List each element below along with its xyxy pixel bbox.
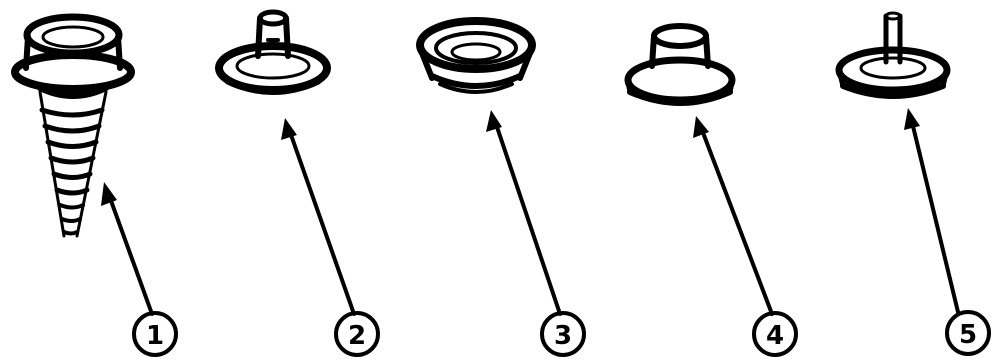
callout-label-3: 3 [554, 321, 572, 351]
arrowhead-1 [101, 182, 117, 206]
callout-3: 3 [540, 311, 586, 357]
leader-arrows [101, 108, 960, 316]
arrowhead-2 [281, 118, 297, 140]
callout-5: 5 [945, 310, 991, 356]
callout-label-4: 4 [766, 321, 784, 351]
part-3-socket-cap [416, 17, 536, 94]
part-5-post-base [835, 11, 951, 99]
callout-circle [752, 311, 798, 357]
callout-2: 2 [334, 311, 380, 357]
callout-label-1: 1 [146, 321, 164, 351]
arrowhead-4 [693, 116, 709, 138]
arrowhead-5 [904, 108, 920, 130]
part-4-eyelet-stud [624, 23, 736, 106]
callout-circle [540, 311, 586, 357]
callout-circle [945, 310, 991, 356]
callout-1: 1 [132, 311, 178, 357]
callout-label-2: 2 [348, 321, 366, 351]
callout-label-5: 5 [959, 320, 977, 350]
callout-circle [334, 311, 380, 357]
arrowhead-3 [486, 110, 502, 132]
part-1-screw-stud [11, 13, 135, 238]
part-2-cap-with-post [215, 9, 331, 95]
callout-4: 4 [752, 311, 798, 357]
callout-circle [132, 311, 178, 357]
